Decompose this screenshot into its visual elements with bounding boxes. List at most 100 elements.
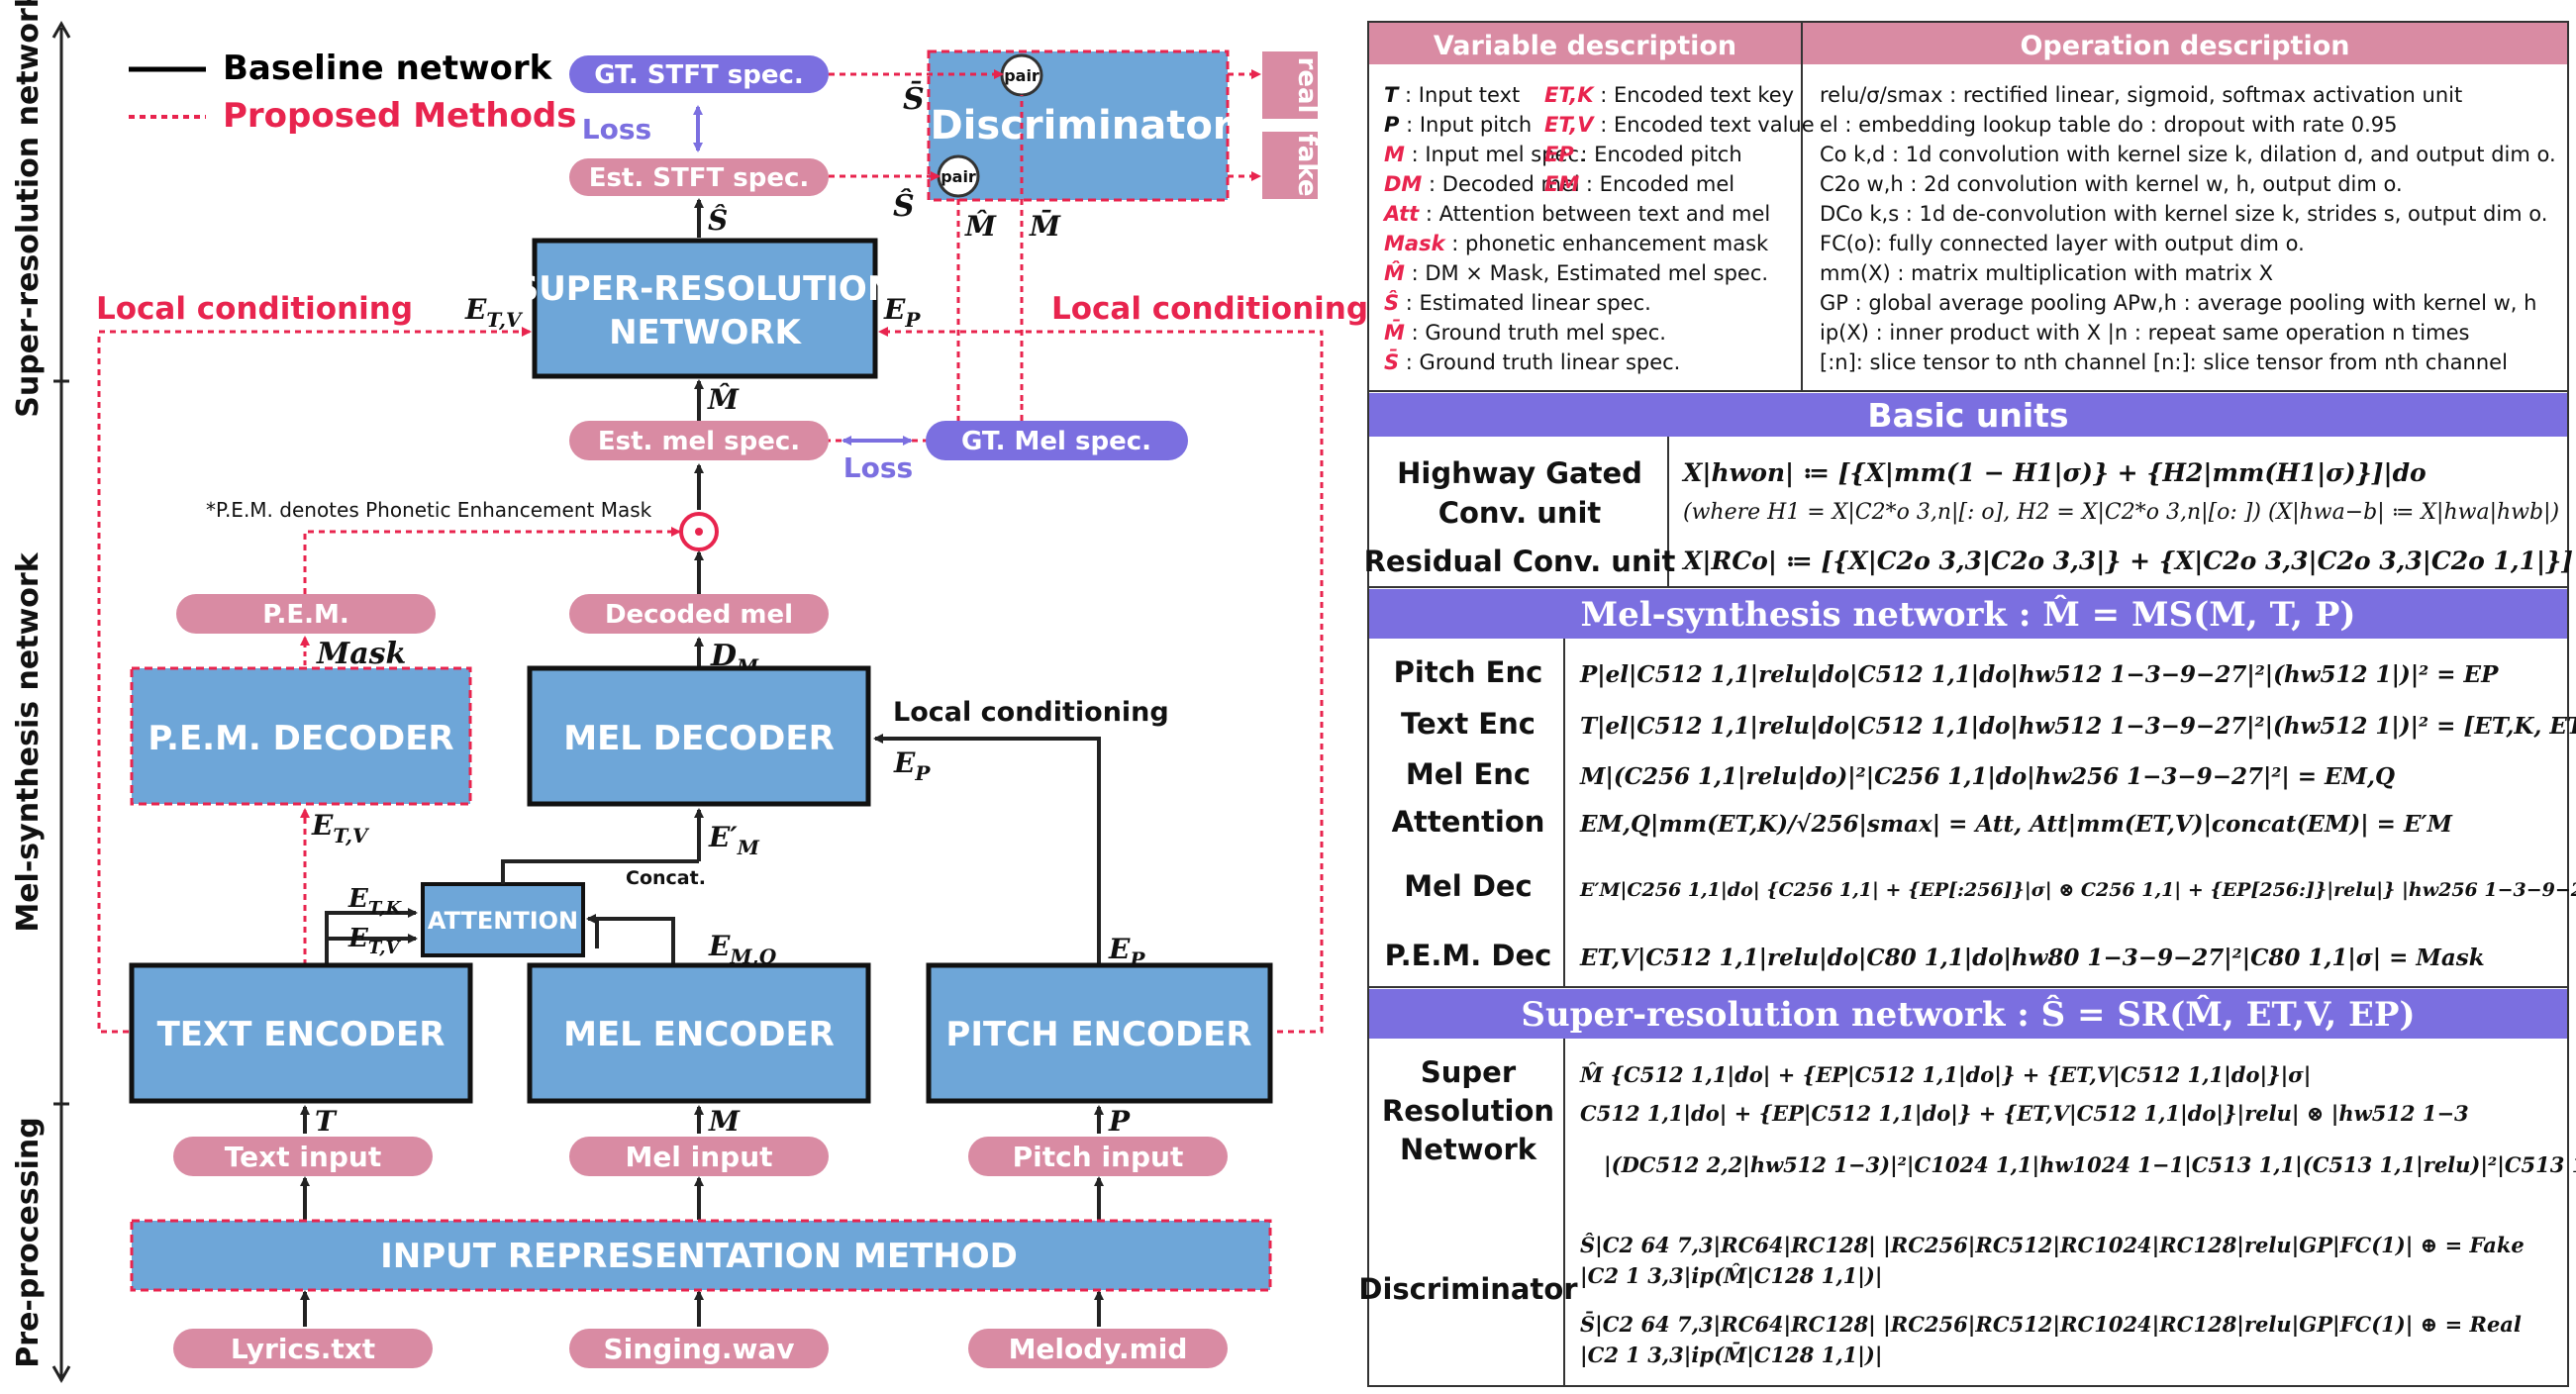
unit-formula: X|hwon| ≔ [{X|mm(1 − H1|σ)} + {H2|mm(H1|… [1681,458,2427,487]
sr-network-label-line1: SUPER-RESOLUTION [515,269,896,309]
m-bar-label-disc: M̄ [1029,209,1061,243]
var-row: M̂ : DM × Mask, Estimated mel spec. [1384,260,1768,285]
var-row-right: ET,V : Encoded text value [1544,113,1815,137]
sr-header: Super-resolution network : Ŝ = SR(M̂, ET… [1521,994,2415,1035]
stage-label-pre-processing: Pre-processing [11,1117,46,1367]
discriminator-block [927,50,1230,202]
pitch-input-label: Pitch input [1013,1141,1184,1173]
mel-row-formula: E′M|C256 1,1|do| {C256 1,1| + {EP[:256]}… [1579,879,2576,901]
mel-row-formula: EM,Q|mm(ET,K)/√256|smax| = Att, Att|mm(E… [1579,811,2454,838]
sr-network-label-line2: NETWORK [609,313,802,352]
loss-top-label: Loss [582,113,651,146]
unit-name: Residual Conv. unit [1364,545,1676,578]
var-row: S̄ : Ground truth linear spec. [1384,349,1680,374]
mel-synthesis-rows: Pitch Enc Text Enc Mel Enc Attention Mel… [1385,655,2576,972]
basic-units-rows: Highway Gated Conv. unit Residual Conv. … [1364,456,2576,578]
loss-mid-label: Loss [843,451,913,484]
legend-proposed-label: Proposed Methods [223,96,577,136]
super-resolution-network-block [532,238,878,379]
s-bar-label-top: S̄ [903,81,925,117]
discriminator-connectors [829,69,1261,401]
attention-block [421,882,585,957]
description-table: Variable description Operation descripti… [1367,21,2569,1387]
mel-input-pill [569,1137,829,1176]
emq-label: EM,Q [708,930,776,968]
melody-pill [968,1329,1228,1368]
stage-axis [51,20,71,1384]
etv-label-pem: ET,V [311,809,370,847]
operation-list: relu/σ/smax : rectified linear, sigmoid,… [1820,83,2556,374]
op-row: mm(X) : matrix multiplication with matri… [1820,261,2273,285]
mel-row-name: Pitch Enc [1394,655,1543,689]
local-conditioning-lines [97,327,1324,1034]
s-hat-label-sr: Ŝ [708,203,728,237]
sr-row-name: Resolution [1382,1094,1554,1128]
op-row: el : embedding lookup table do : dropout… [1820,113,2398,137]
unit-name: Highway Gated [1397,456,1642,490]
etv-label-att: ET,V [347,924,402,958]
melody-label: Melody.mid [1009,1333,1188,1365]
sr-row-formula: |C2 1 3,3|ip(M̂|C128 1,1|)| [1580,1263,1882,1288]
gt-stft-pill [569,55,829,93]
text-input-pill [173,1137,433,1176]
singing-pill [569,1329,829,1368]
legend-baseline-label: Baseline network [223,49,553,88]
var-row-right: ET,K : Encoded text key [1544,83,1794,107]
mel-row-formula: T|el|C512 1,1|relu|do|C512 1,1|do|hw512 … [1580,713,2576,740]
op-row: FC(o): fully connected layer with output… [1820,232,2305,255]
pem-decoder-block [130,666,472,806]
local-conditioning-left: Local conditioning [96,291,413,327]
sr-row-name: Super [1421,1055,1517,1089]
sr-row-formula: Ŝ|C2 64 7,3|RC64|RC128| |RC256|RC512|RC1… [1580,1233,2525,1257]
op-row: Co k,d : 1d convolution with kernel size… [1820,143,2556,166]
mel-row-name: Text Enc [1401,707,1536,741]
sr-rows: Super Resolution Network Discriminator M… [1358,1055,2576,1367]
mel-row-formula: ET,V|C512 1,1|relu|do|C80 1,1|do|hw80 1−… [1579,945,2485,971]
est-mel-label: Est. mel spec. [598,427,800,456]
mel-synthesis-header: Mel-synthesis network : M̂ = MS(M, T, P) [1581,594,2356,635]
mask-label: Mask [316,637,406,671]
input-representation-label: INPUT REPRESENTATION METHOD [380,1237,1018,1276]
var-row: M̄ : Ground truth mel spec. [1384,320,1666,345]
sr-row-formula: |C2 1 3,3|ip(M̄|C128 1,1|)| [1580,1343,1882,1367]
input-arrows [300,1105,1104,1327]
op-row: ip(X) : inner product with X |n : repeat… [1820,321,2469,346]
mel-row-formula: M|(C256 1,1|relu|do)|²|C256 1,1|do|hw256… [1579,763,2395,790]
operation-header: Operation description [2020,31,2349,61]
var-row: Ŝ : Estimated linear spec. [1384,290,1651,315]
fake-label: fake [1292,134,1322,196]
op-row: C2o w,h : 2d convolution with kernel w, … [1820,172,2403,196]
input-representation-block [130,1219,1272,1292]
mel-row-name: Mel Dec [1404,869,1533,903]
unit-formula: X|RCo| ≔ [{X|C2o 3,3|C2o 3,3|} + {X|C2o … [1681,547,2576,575]
decoded-mel-label: Decoded mel [605,600,793,630]
variable-header-cell [1369,23,1801,64]
var-row: Att : Attention between text and mel [1382,202,1770,226]
text-encoder-label: TEXT ENCODER [157,1015,446,1054]
mel-encoder-label: MEL ENCODER [563,1015,835,1054]
real-label: real [1292,57,1322,114]
pem-pill [176,594,436,634]
local-conditioning-mel-dec: Local conditioning [893,697,1169,728]
sr-row-formula: |(DC512 2,2|hw512 1−3)|²|C1024 1,1|hw102… [1604,1152,2576,1177]
variable-header: Variable description [1434,31,1736,61]
decoded-mel-pill [569,594,829,634]
var-row: M : Input mel spec. [1384,143,1586,166]
mel-encoder-block [527,962,871,1104]
est-stft-pill [569,158,829,196]
pem-to-multiply-line [303,527,681,594]
sr-header-cell [1369,989,2567,1039]
attention-connectors [325,859,699,965]
legend: Baseline network Proposed Methods [129,49,577,136]
basic-units-header-cell [1369,393,2567,437]
real-output [1262,51,1318,119]
var-row-right: EM : Encoded mel [1544,172,1734,196]
mel-row-name: P.E.M. Dec [1385,939,1552,972]
var-row: P : Input pitch [1384,113,1532,137]
var-row: DM : Decoded mel [1384,172,1580,196]
mel-dec-ep: EP [893,747,931,785]
gt-stft-label: GT. STFT spec. [594,60,804,90]
pair-label-top: pair [1004,66,1040,85]
t-label: T [315,1105,338,1138]
